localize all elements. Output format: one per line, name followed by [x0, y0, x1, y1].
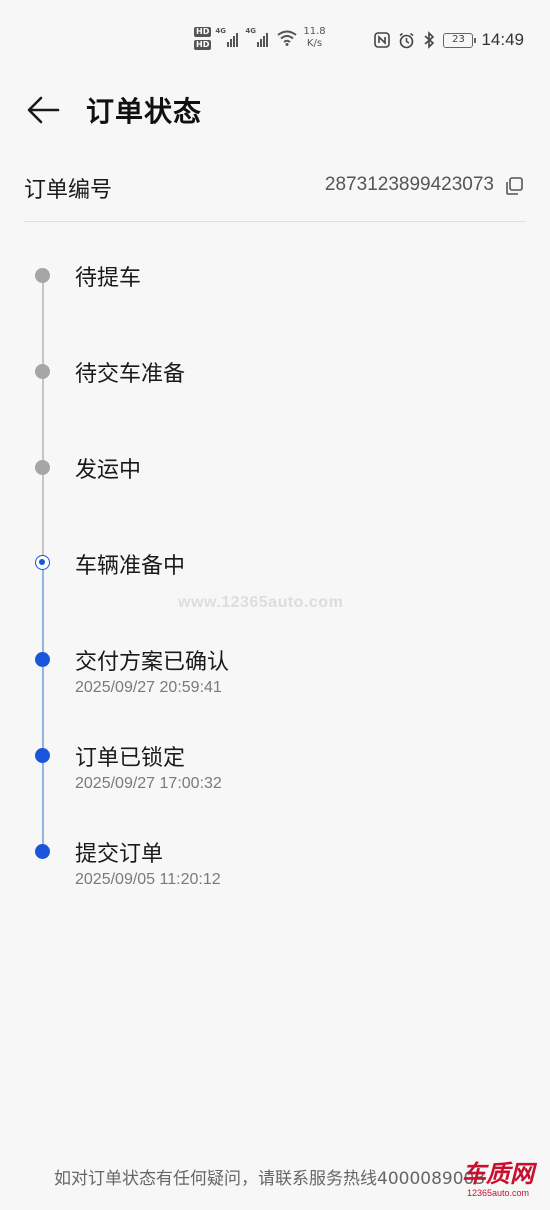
timeline-item-title: 车辆准备中 [75, 554, 186, 579]
timeline-item-title: 订单已锁定 [75, 746, 186, 771]
timeline-item-time: 2025/09/27 20:59:41 [75, 679, 222, 696]
service-hotline-note: 如对订单状态有任何疑问，请联系服务热线4000089003 [54, 1169, 486, 1189]
signal-strength-icon: 4G [215, 27, 241, 47]
page-title: 订单状态 [86, 95, 203, 128]
title-bar: 订单状态 [0, 80, 550, 140]
timeline-item-time: 2025/09/27 17:00:32 [75, 775, 222, 792]
back-arrow-icon[interactable] [24, 92, 64, 128]
status-dot-done [35, 844, 50, 859]
site-logo: 车质网 12365auto.com [452, 1160, 544, 1204]
status-icons-right: 23 14:49 [374, 30, 524, 50]
timeline-item-title: 发运中 [75, 458, 142, 483]
network-type-label: 4G [215, 27, 226, 35]
timeline-item-title: 待交车准备 [75, 362, 186, 387]
battery-icon: 23 [443, 32, 477, 48]
timeline-item-title: 提交订单 [75, 842, 164, 867]
copy-icon[interactable] [504, 176, 524, 196]
hd-icon: HD [194, 39, 212, 50]
status-dot-done [35, 748, 50, 763]
logo-text: 车质网 [462, 1160, 534, 1188]
alarm-icon [399, 32, 414, 48]
status-icons-left: HD HD 4G 4G 11.8 K/s [194, 26, 326, 50]
network-speed-value: 11.8 [303, 26, 326, 37]
battery-level: 23 [452, 33, 465, 45]
timeline-item-time: 2025/09/05 11:20:12 [75, 871, 221, 888]
logo-url: 12365auto.com [466, 1188, 530, 1198]
network-speed-unit: K/s [306, 38, 323, 49]
wifi-icon [277, 30, 297, 46]
timeline-item-title: 待提车 [75, 266, 142, 291]
clock: 14:49 [481, 30, 524, 49]
status-bar: HD HD 4G 4G 11.8 K/s [0, 0, 550, 80]
hd-indicators: HD HD [194, 26, 212, 50]
status-dot-done [35, 652, 50, 667]
order-number-label: 订单编号 [24, 178, 113, 203]
status-dot-pending [35, 460, 50, 475]
network-speed: 11.8 K/s [303, 26, 325, 50]
hd-icon: HD [194, 26, 212, 37]
status-dot-current [35, 555, 50, 570]
timeline-item-title: 交付方案已确认 [75, 650, 230, 675]
bluetooth-icon [424, 31, 435, 49]
timeline-line-done [42, 562, 44, 850]
signal-strength-icon: 4G [245, 27, 271, 47]
status-dot-pending [35, 268, 50, 283]
timeline-line-pending [42, 275, 44, 562]
watermark: www.12365auto.com [178, 594, 344, 611]
order-number-row: 订单编号 2873123899423073 [24, 160, 526, 222]
network-type-label: 4G [245, 27, 256, 35]
status-dot-pending [35, 364, 50, 379]
nfc-icon [374, 32, 391, 48]
order-number-value: 2873123899423073 [324, 174, 494, 195]
